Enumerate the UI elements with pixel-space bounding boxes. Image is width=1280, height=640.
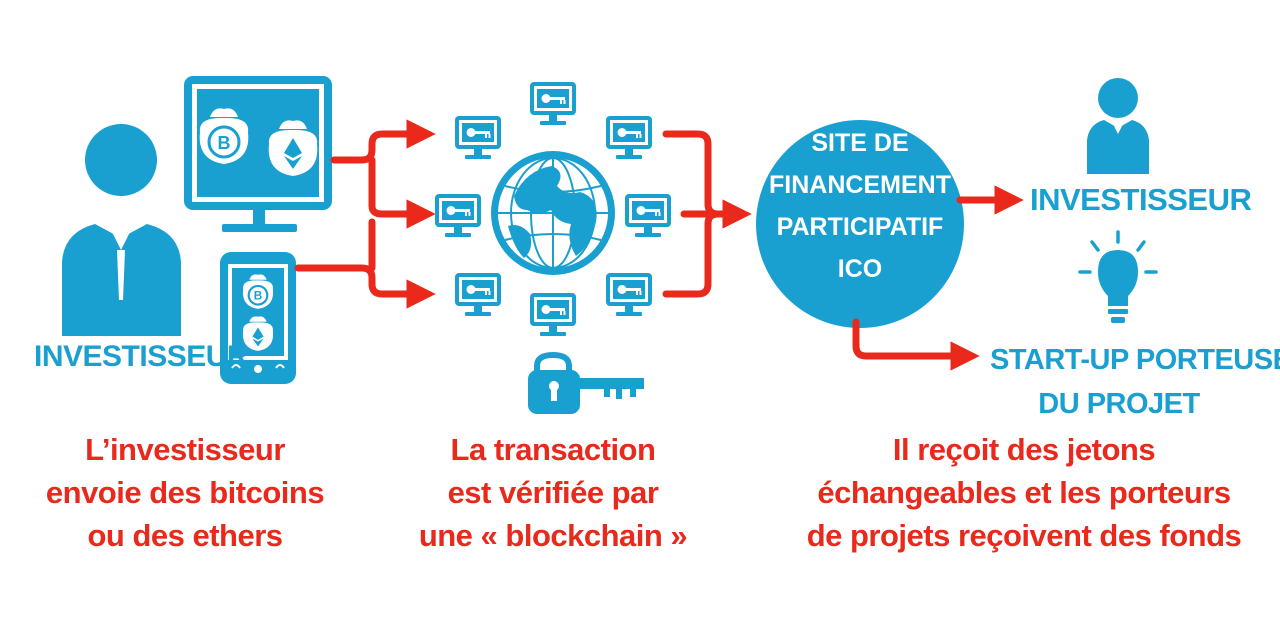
computer-key-node-icon (455, 116, 501, 159)
bitcoin-purse-small-icon: B (242, 274, 274, 309)
platform-circle (756, 120, 964, 328)
ether-purse-small-icon (242, 316, 274, 351)
caption-line: L’investisseur (85, 432, 285, 467)
startup-label: START-UP PORTEUSE DU PROJET (990, 338, 1280, 426)
platform-label-line: FINANCEMENT (769, 171, 951, 199)
platform-label-line: PARTICIPATIF (776, 213, 944, 241)
platform-label-line: SITE DE (811, 129, 909, 157)
caption-line: échangeables et les porteurs (817, 475, 1231, 510)
startup-label-line: DU PROJET (1038, 388, 1200, 420)
caption-line: La transaction (450, 432, 656, 467)
globe-icon (491, 151, 615, 275)
smartphone-icon (220, 252, 296, 384)
startup-label-line: START-UP PORTEUSE (990, 344, 1280, 376)
arrows-to-network (294, 119, 436, 309)
computer-key-node-icon (530, 293, 576, 336)
caption-line: est vérifiée par (447, 475, 659, 510)
caption-line: une « blockchain » (418, 518, 688, 553)
svg-text:B: B (218, 133, 231, 153)
arrows-to-platform (662, 130, 752, 298)
caption-step3: Il reçoit des jetons échangeables et les… (790, 428, 1258, 557)
computer-key-node-icon (606, 116, 652, 159)
computer-key-node-icon (530, 82, 576, 125)
computer-key-node-icon (455, 273, 501, 316)
caption-step2: La transaction est vérifiée par une « bl… (398, 428, 708, 557)
computer-key-node-icon (625, 194, 671, 237)
bitcoin-purse-icon: B (199, 108, 249, 164)
platform-label-line: ICO (837, 255, 883, 283)
lightbulb-icon (1078, 230, 1158, 323)
ether-purse-icon (268, 120, 318, 176)
right-investor-person-icon (1087, 78, 1149, 174)
platform-label: SITE DE FINANCEMENT PARTICIPATIF ICO (757, 122, 963, 290)
caption-line: envoie des bitcoins (45, 475, 325, 510)
arrows-to-outputs (852, 185, 1024, 371)
caption-line: ou des ethers (87, 518, 283, 553)
computer-key-node-icon (435, 194, 481, 237)
right-investor-label: INVESTISSEUR (1030, 182, 1252, 217)
computer-key-node-icon (606, 273, 652, 316)
investor-person-icon (62, 124, 181, 336)
svg-text:B: B (254, 290, 263, 303)
caption-line: de projets reçoivent des fonds (806, 518, 1242, 553)
left-investor-label: INVESTISSEUR (34, 340, 249, 373)
padlock-key-icon (528, 351, 644, 414)
caption-line: Il reçoit des jetons (892, 432, 1156, 467)
caption-step1: L’investisseur envoie des bitcoins ou de… (25, 428, 345, 557)
